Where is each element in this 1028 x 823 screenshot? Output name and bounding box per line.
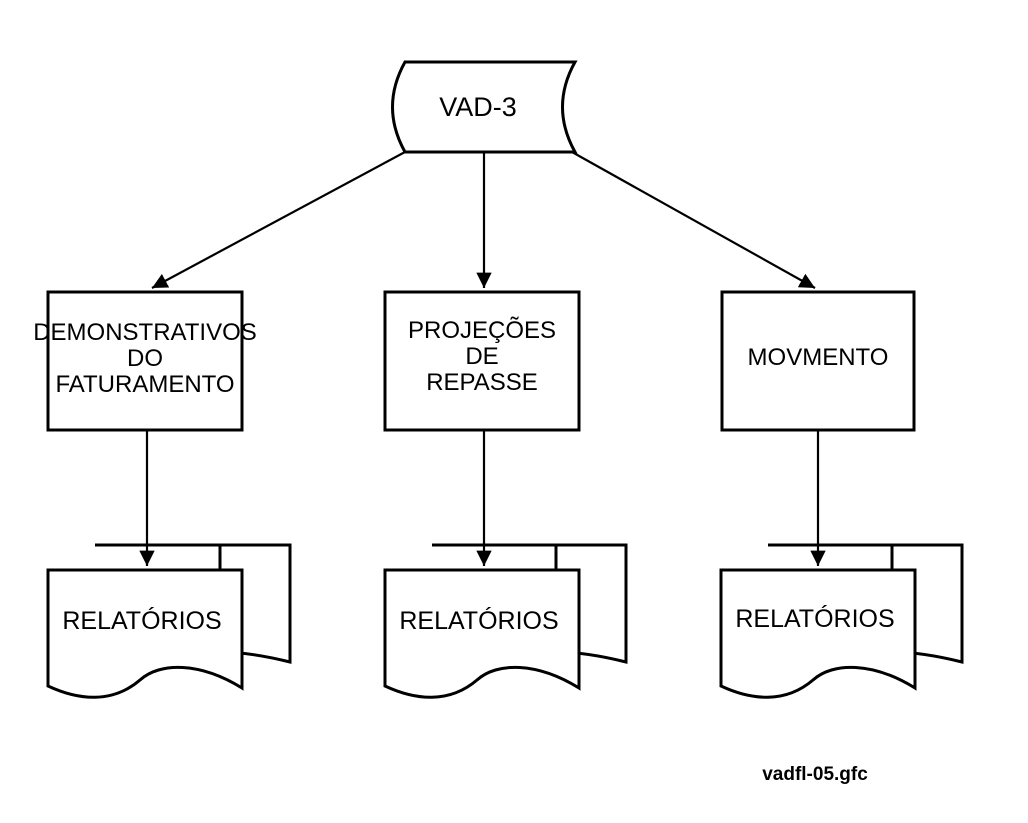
report-label: RELATÓRIOS xyxy=(735,604,894,633)
report-front-sheet xyxy=(719,568,917,699)
connector-root-to-demonstrativos xyxy=(151,151,406,289)
diagram-filename: vadfl-05.gfc xyxy=(762,764,868,785)
report-label: RELATÓRIOS xyxy=(399,606,558,635)
process-label-line: FATURAMENTO xyxy=(55,371,234,398)
report-front-sheet xyxy=(46,568,244,699)
root-label: VAD-3 xyxy=(439,92,517,122)
process-label-line: MOVMENTO xyxy=(748,344,889,371)
report-node-movmento: RELATÓRIOS xyxy=(719,543,964,699)
process-box-movmento: MOVMENTO xyxy=(720,290,916,432)
process-label-line: DO xyxy=(127,345,163,372)
process-box-demonstrativos: DEMONSTRATIVOS DO FATURAMENTO xyxy=(33,290,257,432)
connector-root-to-movmento xyxy=(571,151,816,289)
report-front-sheet xyxy=(383,568,581,699)
process-label-line: PROJEÇÕES xyxy=(408,316,556,344)
process-label-line: DE xyxy=(465,343,498,370)
process-box-projecoes: PROJEÇÕES DE REPASSE xyxy=(383,290,581,432)
process-label-line: DEMONSTRATIVOS xyxy=(33,319,257,346)
report-node-projecoes: RELATÓRIOS xyxy=(383,543,628,699)
report-label: RELATÓRIOS xyxy=(62,606,221,635)
report-node-demonstrativos: RELATÓRIOS xyxy=(46,543,292,699)
root-storage-node: VAD-3 xyxy=(391,60,578,154)
process-label-line: REPASSE xyxy=(426,369,538,396)
